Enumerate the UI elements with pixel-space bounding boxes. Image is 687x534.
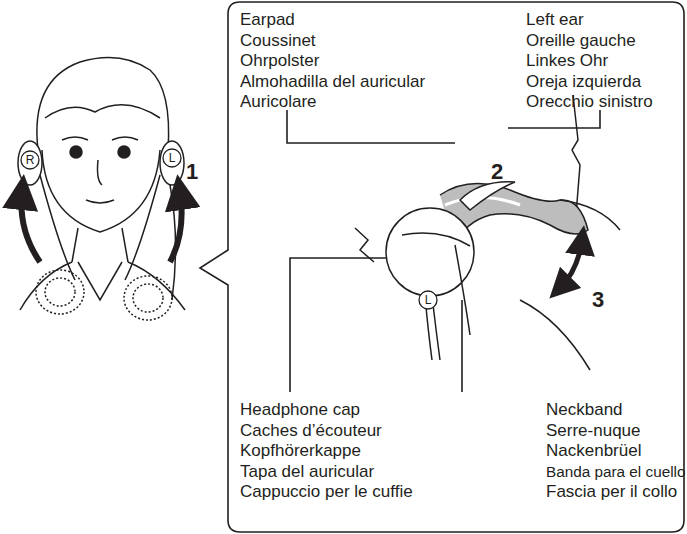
callout-balloon: EarpadCoussinetOhrpolsterAlmohadilla del…: [228, 2, 684, 532]
part-name: Neckband: [546, 400, 623, 421]
part-name: Cappuccio per le cuffie: [240, 482, 413, 503]
part-name: Ohrpolster: [240, 51, 319, 72]
part-name: Kopfhörerkappe: [240, 441, 361, 462]
part-name: Banda para el cuello: [546, 462, 685, 483]
part-name: Earpad: [240, 10, 295, 31]
part-name: Coussinet: [240, 31, 316, 52]
callout-balloon: [200, 2, 684, 532]
side-mark: R: [26, 153, 35, 167]
leader-lines: [287, 110, 600, 392]
side-mark: L: [425, 293, 432, 307]
part-name: Nackenbrüel: [546, 441, 641, 462]
part-name: Orecchio sinistro: [526, 92, 653, 113]
callout-number: 1: [186, 159, 198, 185]
part-name: Headphone cap: [240, 400, 360, 421]
callout-number: 2: [491, 159, 503, 185]
headphone-figure: [355, 95, 620, 370]
side-mark-circles: [21, 149, 437, 309]
side-mark: L: [169, 151, 176, 165]
callout-number: 3: [592, 287, 604, 313]
part-name: Oreja izquierda: [526, 72, 641, 93]
part-name: Left ear: [526, 10, 584, 31]
part-name: Auricolare: [240, 92, 317, 113]
part-name: Linkes Ohr: [526, 51, 608, 72]
part-name: Almohadilla del auricular: [240, 72, 425, 93]
part-name: Caches d’écouteur: [240, 421, 382, 442]
person-figure: [18, 58, 185, 321]
part-name: Fascia per il collo: [546, 482, 677, 503]
part-name: Tapa del auricular: [240, 462, 374, 483]
part-name: Serre-nuque: [546, 421, 641, 442]
part-name: Oreille gauche: [526, 31, 636, 52]
